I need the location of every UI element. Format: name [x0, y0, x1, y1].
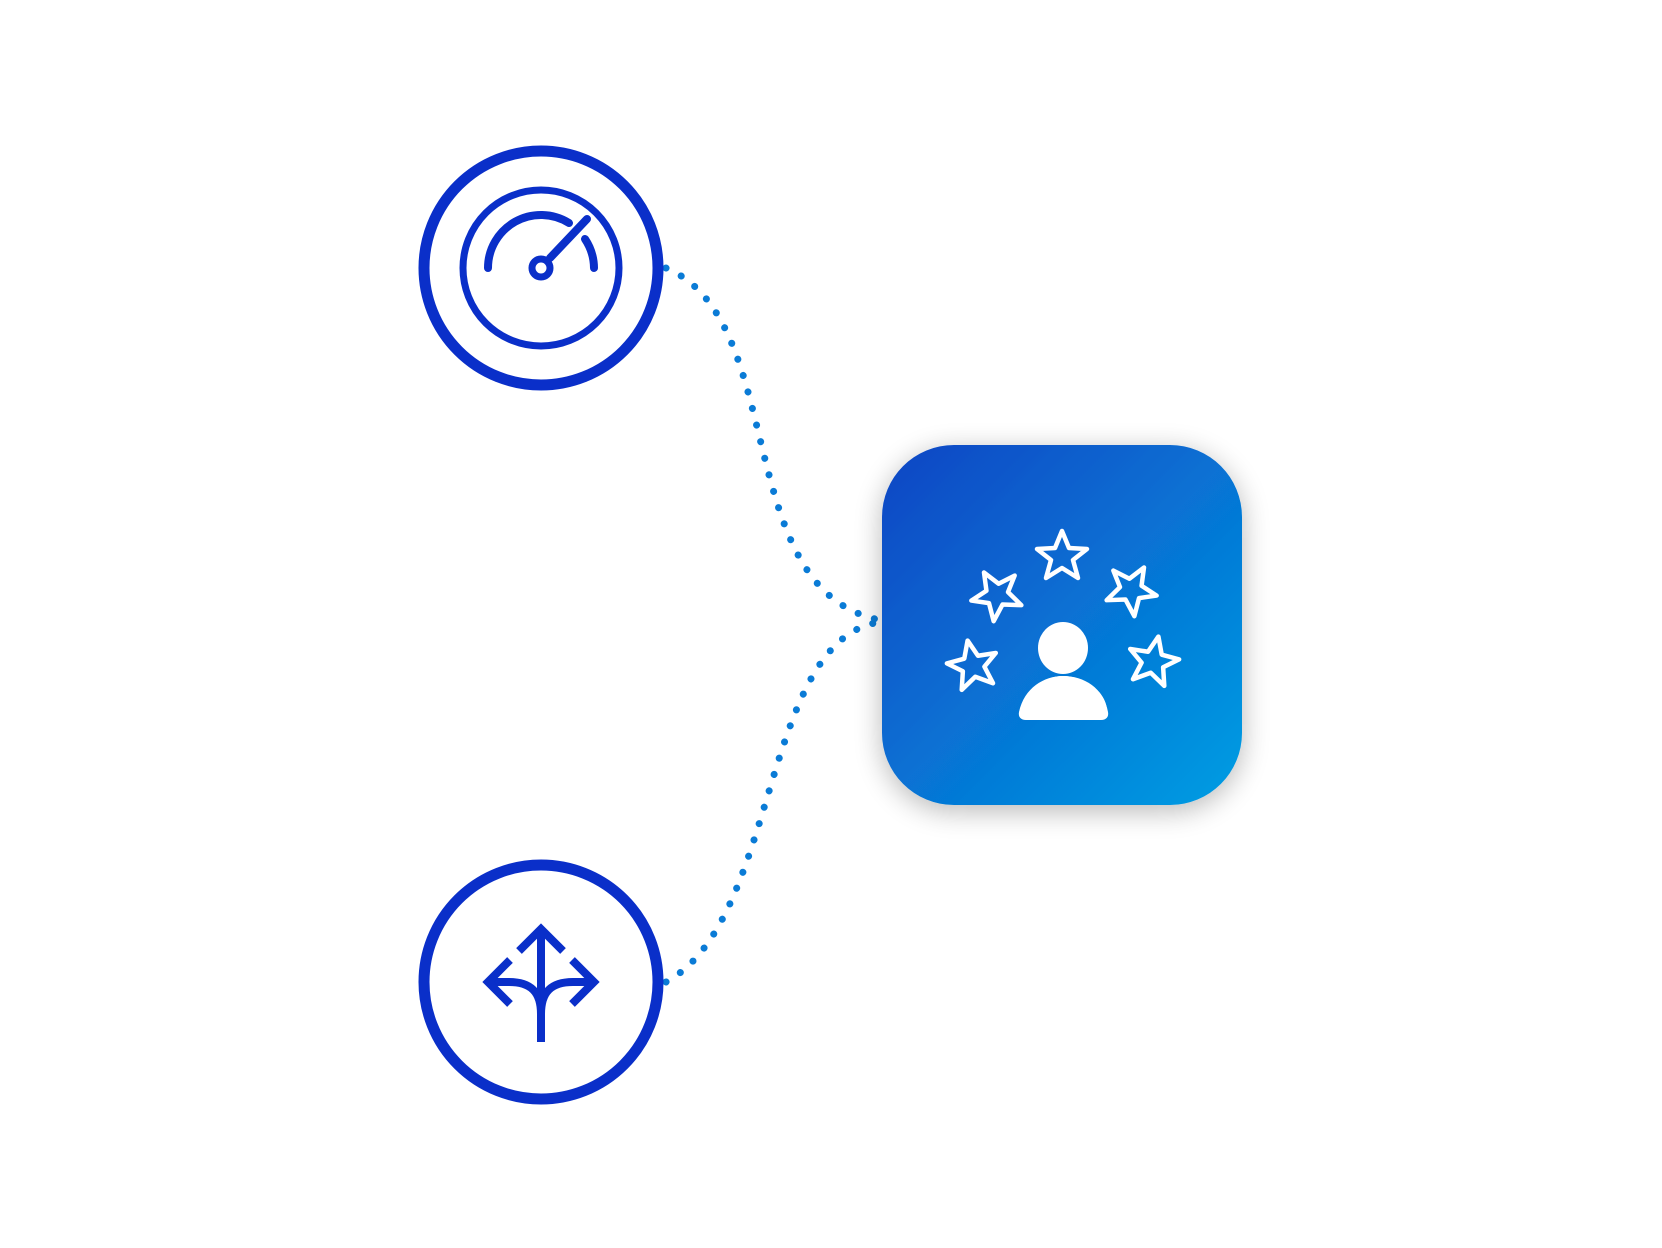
connector-arrows-to-card: [662, 618, 884, 986]
node-outer-ring: [418, 145, 664, 391]
person-body-base: [1018, 676, 1109, 720]
connector-speedometer-to-card: [662, 264, 884, 624]
node-speedometer: [418, 145, 664, 391]
node-split-arrows: [418, 859, 664, 1105]
speedometer-icon: [459, 186, 623, 350]
connectors: [662, 264, 884, 986]
person-head: [1038, 622, 1088, 674]
node-experience-card: [882, 445, 1242, 805]
person-stars-icon: [943, 531, 1183, 720]
split-arrows-icon: [482, 923, 600, 1042]
